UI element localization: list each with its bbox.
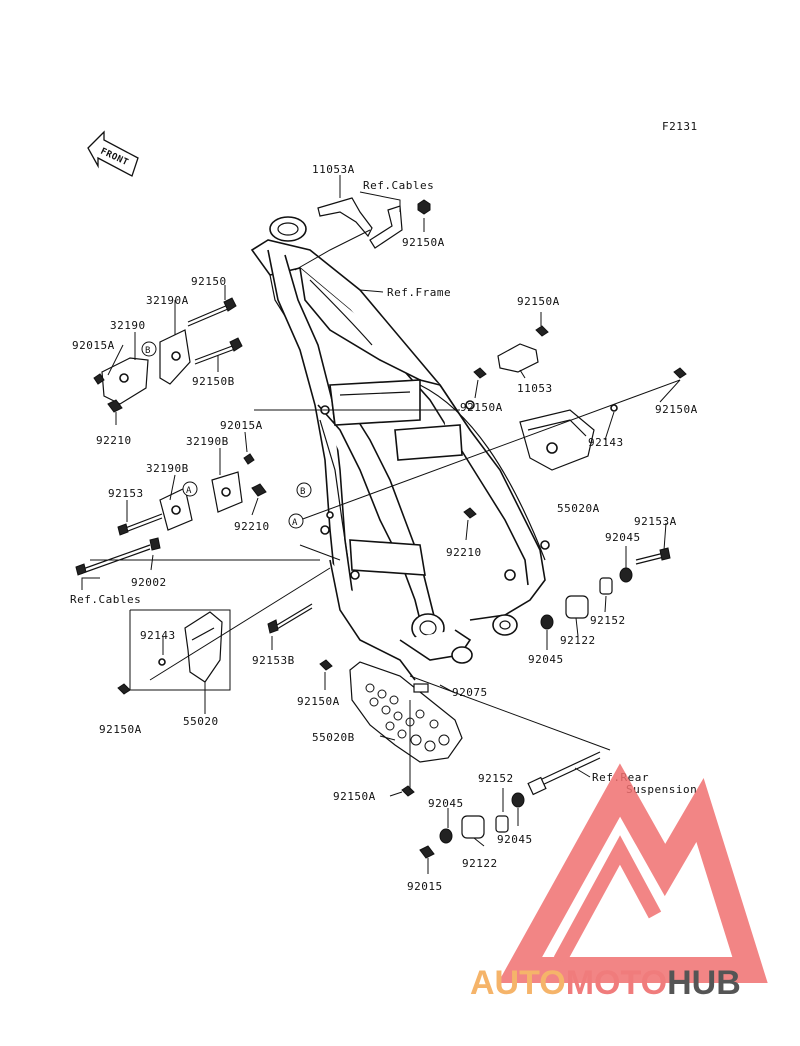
label-92075: 92075 — [452, 686, 488, 699]
figure-code: F2131 — [662, 120, 698, 133]
label-11053: 11053 — [517, 382, 553, 395]
label-92015: 92015 — [407, 880, 443, 893]
label-92153: 92153 — [108, 487, 144, 500]
engine-bracket-32190b — [75, 453, 267, 576]
label-11053a: 11053A — [312, 163, 355, 176]
label-92150a-b: 92150A — [333, 790, 376, 803]
skid-plate-55020b — [319, 659, 463, 797]
front-arrow-icon: FRONT — [87, 130, 139, 177]
label-92122-b: 92122 — [462, 857, 498, 870]
label-92150a-r2: 92150A — [460, 401, 503, 414]
label-55020: 55020 — [183, 715, 219, 728]
callout-b-frame: B — [296, 482, 312, 498]
callout-b-left: B — [141, 341, 157, 357]
label-55020b: 55020B — [312, 731, 355, 744]
label-92150a-top: 92150A — [402, 236, 445, 249]
label-32190b-1: 32190B — [186, 435, 229, 448]
label-92150a-l: 92150A — [99, 723, 142, 736]
label-92045-r2: 92045 — [528, 653, 564, 666]
callout-a-left: A — [182, 481, 198, 497]
bracket-11053 — [473, 325, 549, 379]
label-92015a-left: 92015A — [72, 339, 115, 352]
label-92152-r: 92152 — [590, 614, 626, 627]
guard-55020 — [117, 603, 313, 695]
label-92210-mid: 92210 — [234, 520, 270, 533]
watermark-text: AUTOMOTOHUB — [470, 964, 741, 1002]
label-92150: 92150 — [191, 275, 227, 288]
svg-text:B: B — [145, 346, 151, 356]
label-ref-frame: Ref.Frame — [387, 286, 451, 299]
label-92150a-r3: 92150A — [655, 403, 698, 416]
cable-holder-11053a — [317, 197, 403, 249]
part-labels: 11053A Ref.Cables 92150A Ref.Frame 92150… — [70, 163, 698, 893]
label-92153a: 92153A — [634, 515, 677, 528]
label-suspension: Suspension — [626, 783, 697, 796]
label-92045-b2: 92045 — [497, 833, 533, 846]
label-92143-l: 92143 — [140, 629, 176, 642]
svg-text:A: A — [186, 486, 192, 496]
callout-a-frame: A — [288, 513, 304, 529]
svg-text:B: B — [300, 487, 306, 497]
label-92045-r1: 92045 — [605, 531, 641, 544]
watermark-logo — [497, 763, 768, 983]
label-92150a-r1: 92150A — [517, 295, 560, 308]
pivot-parts-right — [463, 507, 671, 630]
label-92210-left: 92210 — [96, 434, 132, 447]
label-32190a: 32190A — [146, 294, 189, 307]
label-92002: 92002 — [131, 576, 167, 589]
label-92210-r: 92210 — [446, 546, 482, 559]
label-ref-cables-top: Ref.Cables — [363, 179, 434, 192]
label-ref-cables-bottom: Ref.Cables — [70, 593, 141, 606]
svg-text:A: A — [292, 518, 298, 528]
main-frame — [250, 216, 550, 681]
engine-bracket-32190 — [93, 297, 243, 413]
leader-lines — [81, 175, 681, 874]
label-92045-b1: 92045 — [428, 797, 464, 810]
bolt-92150a-top — [417, 199, 431, 215]
pivot-shaft-parts — [419, 751, 601, 859]
label-92152-b: 92152 — [478, 772, 514, 785]
label-92150a-c: 92150A — [297, 695, 340, 708]
label-92150b: 92150B — [192, 375, 235, 388]
label-92122-r: 92122 — [560, 634, 596, 647]
label-92015a-mid: 92015A — [220, 419, 263, 432]
label-92143-r: 92143 — [588, 436, 624, 449]
label-32190: 32190 — [110, 319, 146, 332]
guard-55020a — [519, 367, 687, 471]
label-32190b-2: 32190B — [146, 462, 189, 475]
label-55020a: 55020A — [557, 502, 600, 515]
label-92153b: 92153B — [252, 654, 295, 667]
